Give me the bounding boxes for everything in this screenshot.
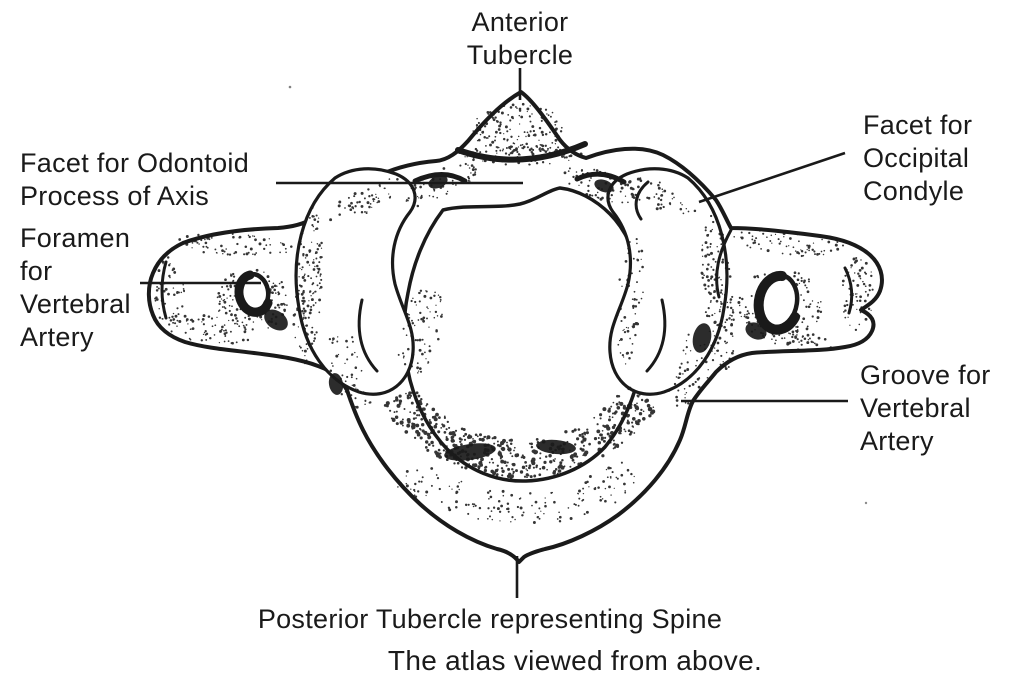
label-line: Vertebral [20,289,131,319]
scan-speck [864,501,868,505]
right-foramen-crescent [753,270,800,335]
label-groove-vertebral-artery: Groove for Vertebral Artery [860,359,991,458]
label-foramen-vertebral-artery: Foramen for Vertebral Artery [20,222,131,354]
label-line: Facet for Odontoid [20,148,250,178]
leader-lines [140,68,848,598]
label-line: Tubercle [466,40,574,70]
ink-accents [160,141,854,461]
label-line: Occipital [863,143,970,173]
label-anterior-tubercle: Anterior Tubercle [420,6,620,72]
label-line: Condyle [863,176,965,206]
label-facet-occipital-condyle: Facet for Occipital Condyle [863,109,972,208]
left-foramen-crescent [234,270,273,317]
label-facet-odontoid: Facet for Odontoid Process of Axis [20,147,249,213]
label-line: Facet for [863,110,973,140]
label-posterior-tubercle: Posterior Tubercle representing Spine [257,604,723,634]
label-line: Anterior [471,7,569,37]
leader-facet-occipital-condyle [698,151,846,204]
label-line: Artery [20,322,94,352]
label-line: for [20,256,53,286]
label-line: Groove for [860,360,991,390]
figure-caption: The atlas viewed from above. [387,645,763,676]
transverse-foramina [234,270,800,335]
label-line: Vertebral [860,393,971,423]
label-line: Artery [860,426,934,456]
scan-speck [288,85,292,89]
label-line: Foramen [20,223,131,253]
label-line: Process of Axis [20,181,210,211]
